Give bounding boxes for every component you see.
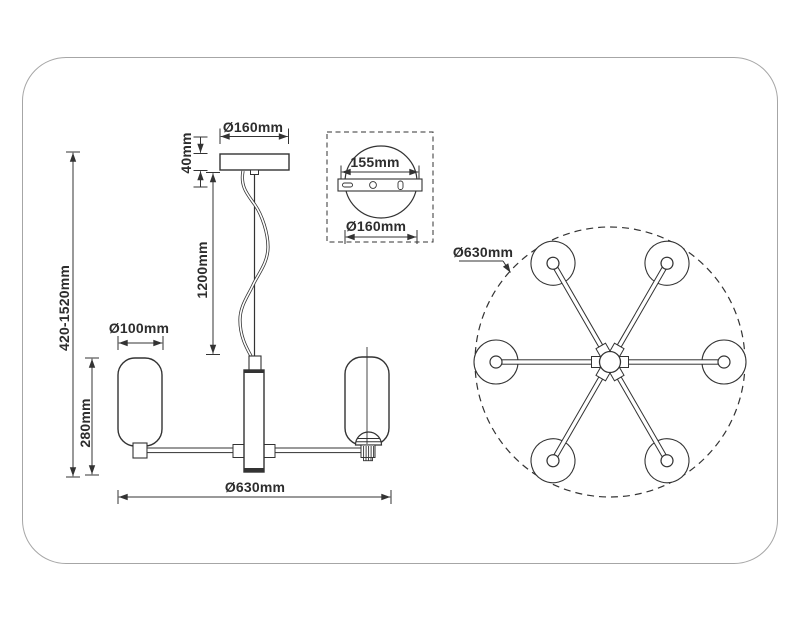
arm-tube (553, 376, 604, 458)
detail-view (326, 131, 434, 244)
label-bracket-length: 155mm (350, 154, 400, 170)
canopy-stem (250, 169, 259, 175)
right-arm-collar (263, 444, 276, 458)
dimension-canopy-height (193, 136, 208, 188)
label-canopy-height: 40mm (178, 132, 194, 174)
label-shade-diameter: Ø100mm (108, 320, 170, 336)
top-view-arm-lower-right (609, 366, 690, 484)
bracket-slot-right (397, 180, 404, 190)
center-hub (598, 350, 622, 374)
label-shade-height: 280mm (77, 398, 93, 448)
left-shade-connector (132, 442, 148, 459)
front-view (66, 128, 392, 504)
label-plate-diameter: Ø160mm (345, 218, 407, 234)
socket-top (489, 355, 503, 369)
socket-top (546, 454, 560, 468)
arm-tube (553, 266, 604, 348)
top-view-arm-left (473, 339, 601, 385)
dimension-plate-diameter (344, 230, 418, 244)
socket-screw-base (360, 444, 376, 462)
detail-dashed-box (326, 131, 434, 243)
ceiling-canopy (219, 153, 290, 171)
left-arm-collar (232, 444, 245, 458)
top-view-arm-upper-left (530, 240, 611, 358)
socket-top (546, 256, 560, 270)
label-canopy-diameter: Ø160mm (222, 119, 284, 135)
dimension-canopy-diameter (219, 128, 289, 144)
socket-top (717, 355, 731, 369)
dimension-bracket-length (340, 165, 420, 179)
dimension-overall-diameter-front (117, 490, 392, 504)
arm-tube (501, 359, 592, 365)
mounting-bracket (337, 178, 423, 192)
label-overall-height: 420-1520mm (56, 264, 72, 352)
bracket-slot-left (342, 182, 353, 188)
top-view-arm-upper-right (609, 240, 690, 358)
dimension-suspension-length (206, 172, 220, 355)
bulb-socket (354, 347, 383, 462)
label-overall-diameter-front: Ø630mm (224, 479, 286, 495)
right-arm (274, 447, 362, 454)
top-view-arm-right (619, 339, 747, 385)
center-column (243, 369, 265, 473)
dimension-shade-height (85, 357, 99, 476)
label-suspension-length: 1200mm (194, 241, 210, 299)
left-arm (146, 447, 234, 454)
socket-top (660, 256, 674, 270)
leader-overall-diameter-top (459, 260, 511, 273)
dimension-shade-diameter (117, 336, 164, 350)
top-view (459, 226, 747, 498)
top-view-arm-lower-left (530, 366, 611, 484)
label-overall-diameter-top: Ø630mm (452, 244, 514, 260)
suspension-cable (238, 170, 270, 357)
arm-tube (628, 359, 719, 365)
left-glass-shade (117, 357, 163, 447)
bracket-center-hole (369, 181, 377, 189)
drawing-border-frame (22, 57, 778, 564)
column-connector-stub (248, 355, 262, 372)
arm-tube (616, 266, 667, 348)
dimension-overall-height (66, 151, 80, 478)
socket-top (660, 454, 674, 468)
arm-tube (616, 376, 667, 458)
